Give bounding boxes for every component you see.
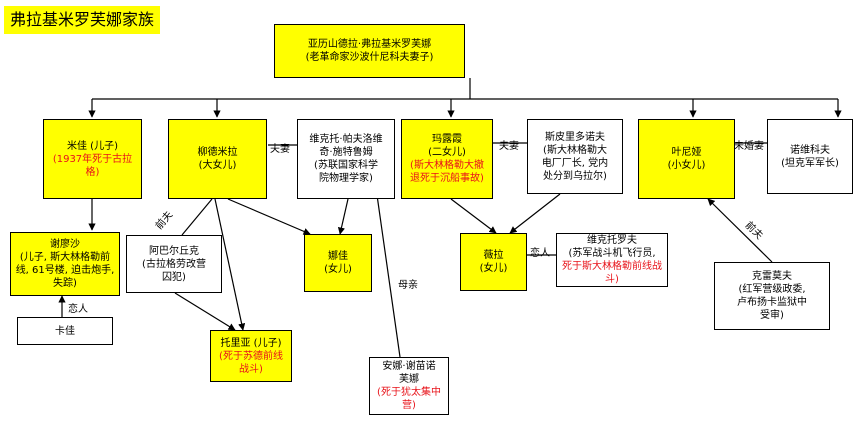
seryozha-box: 谢廖沙 (儿子, 斯大林格勒前线, 61号楼, 迫击炮手, 失踪)	[10, 232, 120, 296]
mitya-note: (1937年死于古拉格)	[52, 153, 133, 178]
viktor-nadya-line	[337, 198, 349, 235]
mitya-box: 米佳 (儿子) (1937年死于古拉格)	[43, 119, 142, 199]
abarchuk-line3: 囚犯)	[162, 271, 186, 283]
abarchuk-box: 阿巴尔丘克 (古拉格劳改营 囚犯)	[126, 235, 222, 293]
viktor-line4: 院物理学家)	[319, 173, 373, 184]
spiridonov-line3: 电厂厂长, 党内	[541, 157, 609, 169]
viktor-box: 维克托·帕夫洛维 奇·施特鲁姆 (苏联国家科学 院物理学家)	[297, 119, 395, 199]
lyudmila-box: 柳德米拉 (大女儿)	[168, 119, 267, 199]
root-box: 亚历山德拉·弗拉基米罗芙娜 (老革命家沙波什尼科夫妻子)	[274, 24, 465, 78]
lyudmila-abarchuk-line	[181, 198, 213, 236]
viktorov-line1: 维克托罗夫	[587, 235, 637, 246]
spiridonov-line2: (斯大林格勒大	[543, 144, 607, 156]
marusya-name: 玛露霞	[432, 134, 462, 145]
novikov-line1: 诺维科夫	[790, 144, 830, 156]
tolya-box: 托里亚 (儿子) (死于苏德前线战斗)	[210, 330, 292, 382]
root-line1: 亚历山德拉·弗拉基米罗芙娜	[307, 39, 432, 50]
nadya-role: (女儿)	[324, 264, 352, 275]
spiridonov-line4: 处分到乌拉尔)	[543, 170, 607, 182]
page-title: 弗拉基米罗芙娜家族	[4, 6, 161, 34]
root-line2: (老革命家沙波什尼科夫妻子)	[305, 52, 434, 63]
spiridonov-line1: 斯皮里多诺夫	[545, 131, 605, 143]
viktorov-line2: (苏军战斗机飞行员,	[568, 248, 656, 259]
viktor-line3: (苏联国家科学	[314, 160, 378, 171]
katya-box: 卡佳	[17, 317, 113, 345]
anna-viktor-line	[373, 187, 401, 358]
marusya-role: (二女儿)	[428, 147, 466, 158]
novikov-line2: (坦克军军长)	[781, 157, 839, 169]
spiridonov-box: 斯皮里多诺夫 (斯大林格勒大 电厂厂长, 党内 处分到乌拉尔)	[527, 119, 623, 194]
label-spouse-marusya: 夫妻	[499, 141, 519, 152]
tolya-note: (死于苏德前线战斗)	[219, 350, 283, 375]
abarchuk-line2: (古拉格劳改营	[142, 258, 206, 270]
marusya-note: (斯大林格勒大撤退死于沉船事故)	[410, 160, 484, 184]
krymov-line4: 受审)	[760, 310, 784, 321]
krymov-zhenya-line	[707, 198, 773, 263]
lyudmila-name: 柳德米拉	[197, 147, 238, 158]
label-mother-anna: 母亲	[398, 280, 418, 291]
lyudmila-tolya-line	[214, 198, 246, 331]
label-spouse-lyudmila: 夫妻	[270, 144, 290, 155]
nadya-box: 娜佳 (女儿)	[304, 234, 372, 292]
label-fiance-zhenya: 未婚妻	[734, 141, 764, 152]
mitya-name: 米佳 (儿子)	[67, 140, 118, 152]
abarchuk-line1: 阿巴尔丘克	[149, 245, 199, 257]
nadya-name: 娜佳	[328, 251, 348, 262]
viktorov-box: 维克托罗夫 (苏军战斗机飞行员, 死于斯大林格勒前线战斗)	[556, 233, 668, 287]
zhenya-name: 叶尼娅	[671, 147, 702, 158]
abarchuk-tolya-line	[174, 292, 236, 331]
label-lover-viktorov: 恋人	[530, 248, 550, 259]
tolya-name: 托里亚 (儿子)	[220, 337, 282, 349]
katya-name: 卡佳	[55, 325, 75, 337]
zhenya-role: (小女儿)	[667, 160, 706, 171]
anna-line1: 安娜·谢苗诺	[382, 361, 436, 372]
krymov-line1: 克雷莫夫	[752, 271, 792, 282]
anna-note: (死于犹太集中营)	[377, 387, 441, 411]
viktor-line1: 维克托·帕夫洛维	[309, 134, 383, 145]
lyudmila-role: (大女儿)	[198, 160, 237, 171]
seryozha-name: 谢廖沙	[50, 239, 80, 250]
marusya-box: 玛露霞 (二女儿) (斯大林格勒大撤退死于沉船事故)	[401, 119, 493, 199]
krymov-line2: (红军营级政委,	[738, 284, 806, 295]
vera-box: 薇拉 (女儿)	[460, 233, 527, 291]
seryozha-detail: (儿子, 斯大林格勒前线, 61号楼, 迫击炮手, 失踪)	[15, 252, 115, 289]
label-lover-katya: 恋人	[68, 304, 88, 315]
krymov-box: 克雷莫夫 (红军营级政委, 卢布扬卡监狱中 受审)	[714, 262, 830, 330]
anna-line2: 芙娜	[399, 374, 419, 385]
viktorov-note: 死于斯大林格勒前线战斗)	[562, 261, 662, 285]
marusya-vera-line	[450, 198, 497, 234]
zhenya-box: 叶尼娅 (小女儿)	[638, 119, 735, 199]
viktor-line2: 奇·施特鲁姆	[319, 147, 373, 158]
lyudmila-nadya-line	[227, 198, 311, 235]
novikov-box: 诺维科夫 (坦克军军长)	[767, 119, 853, 194]
anna-box: 安娜·谢苗诺 芙娜 (死于犹太集中营)	[369, 357, 449, 415]
vera-name: 薇拉	[483, 250, 504, 261]
spiridonov-vera-line	[509, 193, 561, 234]
krymov-line3: 卢布扬卡监狱中	[737, 297, 807, 308]
vera-role: (女儿)	[479, 263, 508, 274]
